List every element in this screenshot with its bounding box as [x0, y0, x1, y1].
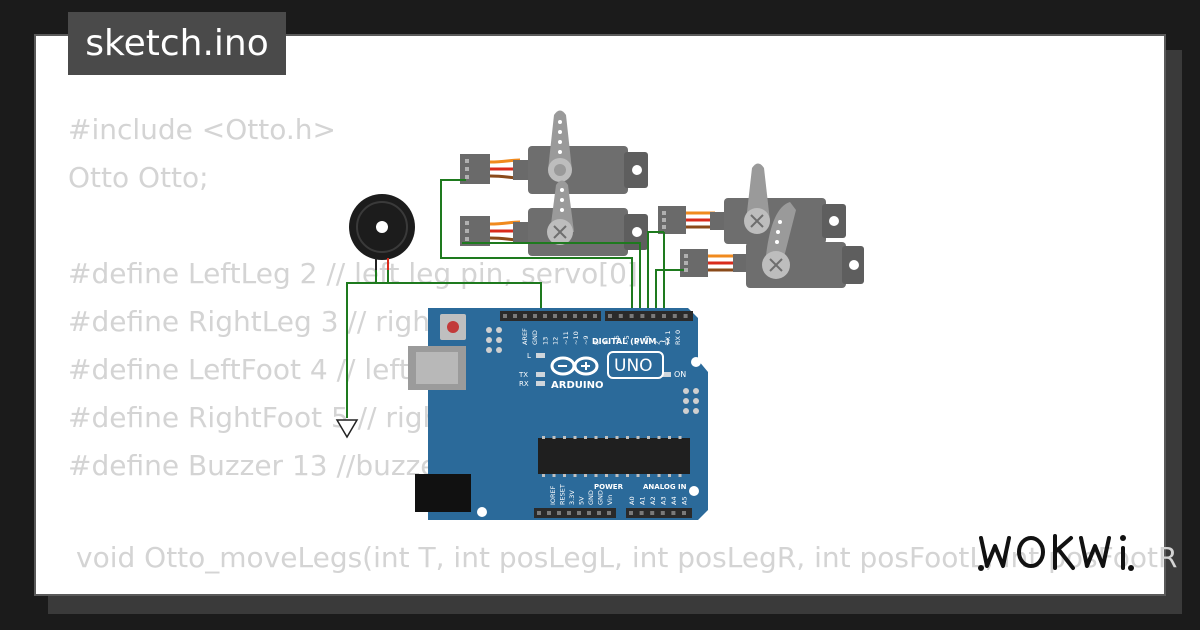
on-label: ON — [674, 370, 686, 379]
code-line: #include <Otto.h> — [68, 113, 337, 146]
analog-label: ANALOG IN — [643, 483, 687, 491]
brand-label: ARDUINO — [551, 380, 603, 391]
header-pin[interactable] — [608, 314, 612, 318]
pin-label: ~11 — [562, 331, 570, 345]
header-pin[interactable] — [682, 511, 686, 515]
buzzer[interactable] — [349, 194, 415, 270]
pin-label: 2 — [654, 341, 662, 345]
servo-body — [746, 242, 846, 288]
header-pin[interactable] — [537, 511, 541, 515]
pin-label: A1 — [639, 496, 647, 505]
servo-connector — [460, 216, 490, 246]
header-pin[interactable] — [597, 511, 601, 515]
code-line: Otto Otto; — [68, 161, 209, 194]
arduino-uno-board[interactable]: L TX RX ON DIGITAL (PWM ~) ARDUINO UNO P… — [408, 308, 708, 520]
header-pin[interactable] — [650, 511, 655, 515]
pin-label: A5 — [681, 496, 689, 505]
header-pin[interactable] — [651, 314, 656, 318]
wires — [346, 179, 684, 418]
header-pin[interactable] — [618, 314, 623, 318]
header-pin[interactable] — [567, 511, 571, 515]
pin-label: 12 — [552, 337, 560, 345]
header-pin[interactable] — [583, 314, 587, 318]
pin-label: GND — [587, 490, 595, 505]
pin-label: AREF — [521, 328, 529, 345]
header-pin[interactable] — [629, 511, 633, 515]
model-label: UNO — [614, 356, 653, 376]
header-analog — [626, 508, 692, 518]
led-tx-label: TX — [518, 371, 528, 379]
led-rx-label: RX — [519, 380, 529, 388]
pin-label: GND — [597, 490, 605, 505]
header-pin[interactable] — [513, 314, 517, 318]
arduino-logo-icon — [550, 356, 599, 376]
pin-label: TX 1 — [664, 330, 672, 346]
pin-label: 4 — [633, 341, 641, 345]
servo-body — [528, 146, 628, 194]
pin-label: A2 — [649, 496, 657, 505]
header-top-left — [500, 311, 601, 321]
header-pin[interactable] — [543, 314, 547, 318]
servo-3[interactable] — [658, 163, 846, 245]
header-pin[interactable] — [533, 314, 537, 318]
header-pin[interactable] — [672, 314, 677, 318]
header-power — [534, 508, 616, 518]
header-pin[interactable] — [639, 511, 644, 515]
ground-symbol — [335, 419, 359, 439]
header-pin[interactable] — [640, 314, 645, 318]
pin-label: ~9 — [582, 335, 590, 345]
led-l-label: L — [527, 352, 531, 360]
pin-label: 13 — [541, 337, 549, 345]
microcontroller-chip — [538, 438, 690, 474]
header-pin[interactable] — [587, 511, 591, 515]
header-pin[interactable] — [629, 314, 634, 318]
header-pin[interactable] — [547, 511, 551, 515]
power-jack — [415, 474, 471, 512]
pin-label: GND — [531, 330, 539, 345]
header-pin[interactable] — [563, 314, 567, 318]
pin-label: RX 0 — [674, 330, 682, 345]
file-name-label: sketch.ino — [68, 12, 286, 75]
header-pin[interactable] — [593, 314, 597, 318]
header-pin[interactable] — [671, 511, 676, 515]
servo-4[interactable] — [680, 202, 864, 288]
header-pin[interactable] — [523, 314, 527, 318]
pin-label: 3.3V — [568, 490, 576, 505]
header-pin[interactable] — [662, 314, 666, 318]
header-pin[interactable] — [553, 314, 557, 318]
pin-label: ~5 — [623, 335, 631, 345]
header-pin[interactable] — [503, 314, 507, 318]
pin-label: 8 — [592, 341, 600, 345]
pin-label: IOREF — [549, 485, 557, 505]
header-pin[interactable] — [557, 511, 561, 515]
header-pin[interactable] — [577, 511, 581, 515]
header-pin[interactable] — [573, 314, 577, 318]
pin-label: A0 — [628, 496, 636, 505]
servo-body — [528, 208, 628, 256]
wokwi-logo — [978, 534, 1134, 571]
pin-label: ~3 — [643, 335, 651, 345]
header-pin[interactable] — [660, 511, 665, 515]
header-top-right — [605, 311, 693, 321]
digital-label: DIGITAL (PWM ~) — [592, 337, 670, 346]
pin-label: ~6 — [613, 335, 621, 345]
pin-label: Vin — [606, 495, 614, 505]
pin-label: 7 — [603, 341, 611, 345]
code-last-line: void Otto_moveLegs(int T, int posLegL, i… — [76, 541, 1178, 574]
pin-label: ~10 — [572, 331, 580, 345]
pin-label: 5V — [578, 496, 586, 505]
header-pin[interactable] — [607, 511, 611, 515]
power-label: POWER — [594, 483, 624, 491]
servo-1[interactable] — [460, 110, 648, 195]
pin-label: RESET — [559, 484, 567, 505]
header-pin[interactable] — [683, 314, 688, 318]
pin-label: A3 — [660, 496, 668, 505]
pin-label: A4 — [670, 496, 678, 505]
